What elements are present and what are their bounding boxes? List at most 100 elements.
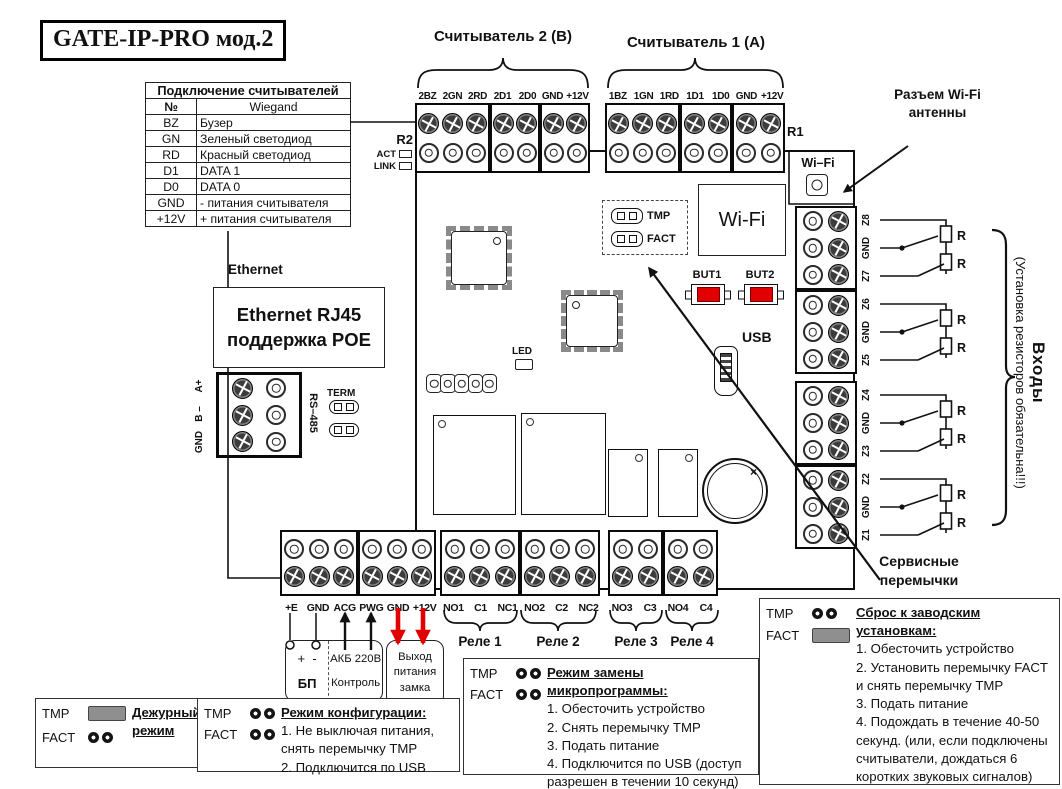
- terminal: [759, 105, 784, 171]
- screw-terminal-icon: [566, 113, 587, 135]
- terminal: [385, 532, 410, 594]
- col-header-wiegand: Wiegand: [196, 98, 351, 115]
- but2-button: [744, 284, 778, 305]
- lock-output-box: Выход питания замка: [386, 640, 444, 706]
- terminal: [219, 375, 299, 402]
- screw-terminal-icon: [232, 431, 253, 453]
- relay12-terminal-block: [440, 530, 520, 596]
- terminal: [282, 532, 307, 594]
- terminal: [797, 467, 855, 494]
- legend-step: 4. Подождать в течение 40-50 секунд. (ил…: [856, 714, 1048, 784]
- relay2-label: Реле 2: [536, 634, 580, 649]
- wire-hole-icon: [802, 497, 823, 517]
- reader1-terminal-block: [732, 103, 785, 173]
- table-cell: DATA 0: [196, 178, 351, 195]
- tmp-jumper: [611, 208, 643, 224]
- term-jumper-2: [329, 423, 359, 437]
- legend-fact-label: FACT: [204, 727, 238, 742]
- terminal: [409, 532, 434, 594]
- screw-terminal-icon: [828, 412, 850, 434]
- wire-hole-icon: [638, 539, 659, 559]
- rs485-terminal-block: [216, 372, 302, 458]
- reader1-caption: Считыватель 1 (А): [626, 34, 766, 51]
- but1-label: BUT1: [692, 269, 722, 281]
- terminal: [331, 532, 356, 594]
- screw-terminal-icon: [524, 566, 546, 587]
- screw-terminal-icon: [444, 566, 466, 587]
- chip-die: [566, 295, 618, 347]
- terminal: [542, 105, 565, 171]
- terminal: [307, 532, 332, 594]
- wire-hole-icon: [387, 539, 407, 559]
- wire-hole-icon: [411, 539, 432, 559]
- legend-step: 4. Подключится по USB (доступ разрешен в…: [547, 756, 742, 789]
- screw-terminal-icon: [493, 113, 514, 135]
- chip-die: [451, 231, 507, 285]
- psu-plus: +: [297, 651, 306, 666]
- terminal: [691, 532, 717, 594]
- wire-hole-icon: [736, 142, 757, 163]
- screw-terminal-icon: [608, 113, 630, 135]
- table-cell: BZ: [145, 114, 197, 131]
- table-cell: + питания считывателя: [196, 210, 351, 227]
- legend-fact-label: FACT: [42, 730, 76, 745]
- table-cell: - питания считывателя: [196, 194, 351, 211]
- term-jumper-1: [329, 400, 359, 414]
- but1-cap: [696, 287, 720, 302]
- inputs-title: Входы: [1028, 341, 1048, 404]
- led-label: LED: [512, 346, 532, 357]
- secondary-chip: [561, 290, 623, 352]
- akb-label: АКБ 220В: [330, 653, 382, 665]
- screw-terminal-icon: [828, 321, 850, 343]
- screw-terminal-icon: [442, 113, 463, 135]
- rs485-gnd-label: GND: [194, 430, 205, 454]
- jumper-pins-icon: [250, 729, 275, 740]
- wifi-antenna-note: Разъем Wi-Fi антенны: [894, 87, 981, 120]
- legend-step: 1. Обесточить устройство: [547, 701, 705, 717]
- terminal: [797, 410, 855, 437]
- usb-connector: [714, 346, 738, 396]
- screw-terminal-icon: [828, 294, 850, 316]
- screw-terminal-icon: [655, 113, 677, 135]
- table-cell: Зеленый светодиод: [196, 130, 351, 147]
- zone-label: Z1: [861, 529, 872, 541]
- legend-factory-reset: TMP FACT Сброс к заводским установкам: 1…: [759, 598, 1060, 785]
- screw-terminal-icon: [361, 566, 383, 587]
- wire-hole-icon: [802, 264, 823, 285]
- legend-step: 1. Обесточить устройство: [856, 641, 1014, 657]
- reader2-terminal-block: [490, 103, 540, 173]
- wire-hole-icon: [442, 142, 463, 163]
- fact-label: FACT: [647, 233, 676, 245]
- reader2-terminal-block: [415, 103, 490, 173]
- col-header-num: №: [145, 98, 197, 115]
- wifi-antenna-connector: [806, 174, 828, 196]
- legend-tmp-label: TMP: [42, 706, 70, 721]
- r1-label: R1: [787, 124, 804, 139]
- wire-hole-icon: [802, 348, 823, 369]
- terminal: [565, 105, 588, 171]
- wire-hole-icon: [802, 238, 823, 258]
- wire-hole-icon: [284, 539, 305, 559]
- screw-terminal-icon: [707, 113, 729, 135]
- relay34-terminal-block: [663, 530, 718, 596]
- screw-terminal-icon: [232, 404, 253, 426]
- screw-terminal-icon: [543, 113, 564, 135]
- legend-step: 2. Установить перемычку FACT и снять пер…: [856, 659, 1048, 693]
- table-cell: DATA 1: [196, 162, 351, 179]
- screw-terminal-icon: [465, 113, 487, 135]
- input-terminal-block: [795, 290, 857, 374]
- wire-hole-icon: [309, 539, 329, 559]
- link-led-label: LINK: [373, 161, 396, 172]
- legend-fact-label: FACT: [766, 628, 800, 643]
- relay34-terminal-block: [608, 530, 663, 596]
- screw-terminal-icon: [692, 566, 714, 587]
- terminal: [734, 105, 759, 171]
- power-terminal-block: [280, 530, 358, 596]
- reader1-terminal-block: [605, 103, 680, 173]
- terminal: [797, 319, 855, 346]
- reader2-brace: [417, 57, 589, 89]
- input-terminal-block: [795, 465, 857, 549]
